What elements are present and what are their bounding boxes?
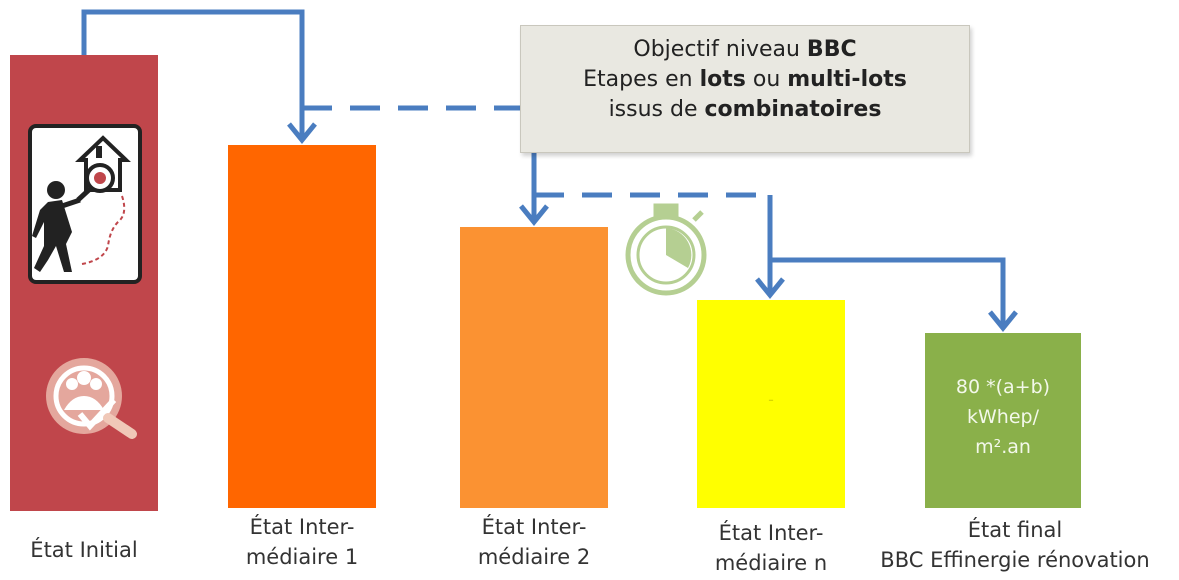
group-check-icon [46,358,137,439]
label-intermediaire-1: État Inter- médiaire 1 [245,515,359,569]
callout-line-1: Objectif niveau BBC [633,37,857,62]
stopwatch-icon [625,203,707,296]
bar-intermediaire-n [697,300,845,508]
arrow-n-to-final [770,257,1006,328]
label-intermediaire-2: État Inter- médiaire 2 [477,515,591,569]
arrow-head-in [755,277,785,299]
objective-callout: Objectif niveau BBC Etapes en lots ou mu… [520,25,970,153]
label-intermediaire-n: État Inter- médiaire n [714,521,828,575]
person-house-search-icon [28,124,142,284]
arrow-initial-to-i1 [81,9,305,140]
final-bar-text: 80 *(a+b) kWhep/ m².an [955,376,1051,458]
arrow-head-i1 [287,122,317,144]
bar-etat-final [925,333,1081,508]
intermediaire-n-mark: - [768,390,774,409]
bar-intermediaire-1 [228,145,376,508]
callout-line-3: issus de combinatoires [608,97,882,122]
arrow-head-i2 [519,204,549,226]
arrow-head-final [988,310,1018,332]
callout-line-2: Etapes en lots ou multi-lots [583,67,907,92]
label-etat-initial: État Initial [30,538,138,562]
label-etat-final: État final BBC Effinergie rénovation [880,518,1150,572]
bar-intermediaire-2 [460,227,608,508]
